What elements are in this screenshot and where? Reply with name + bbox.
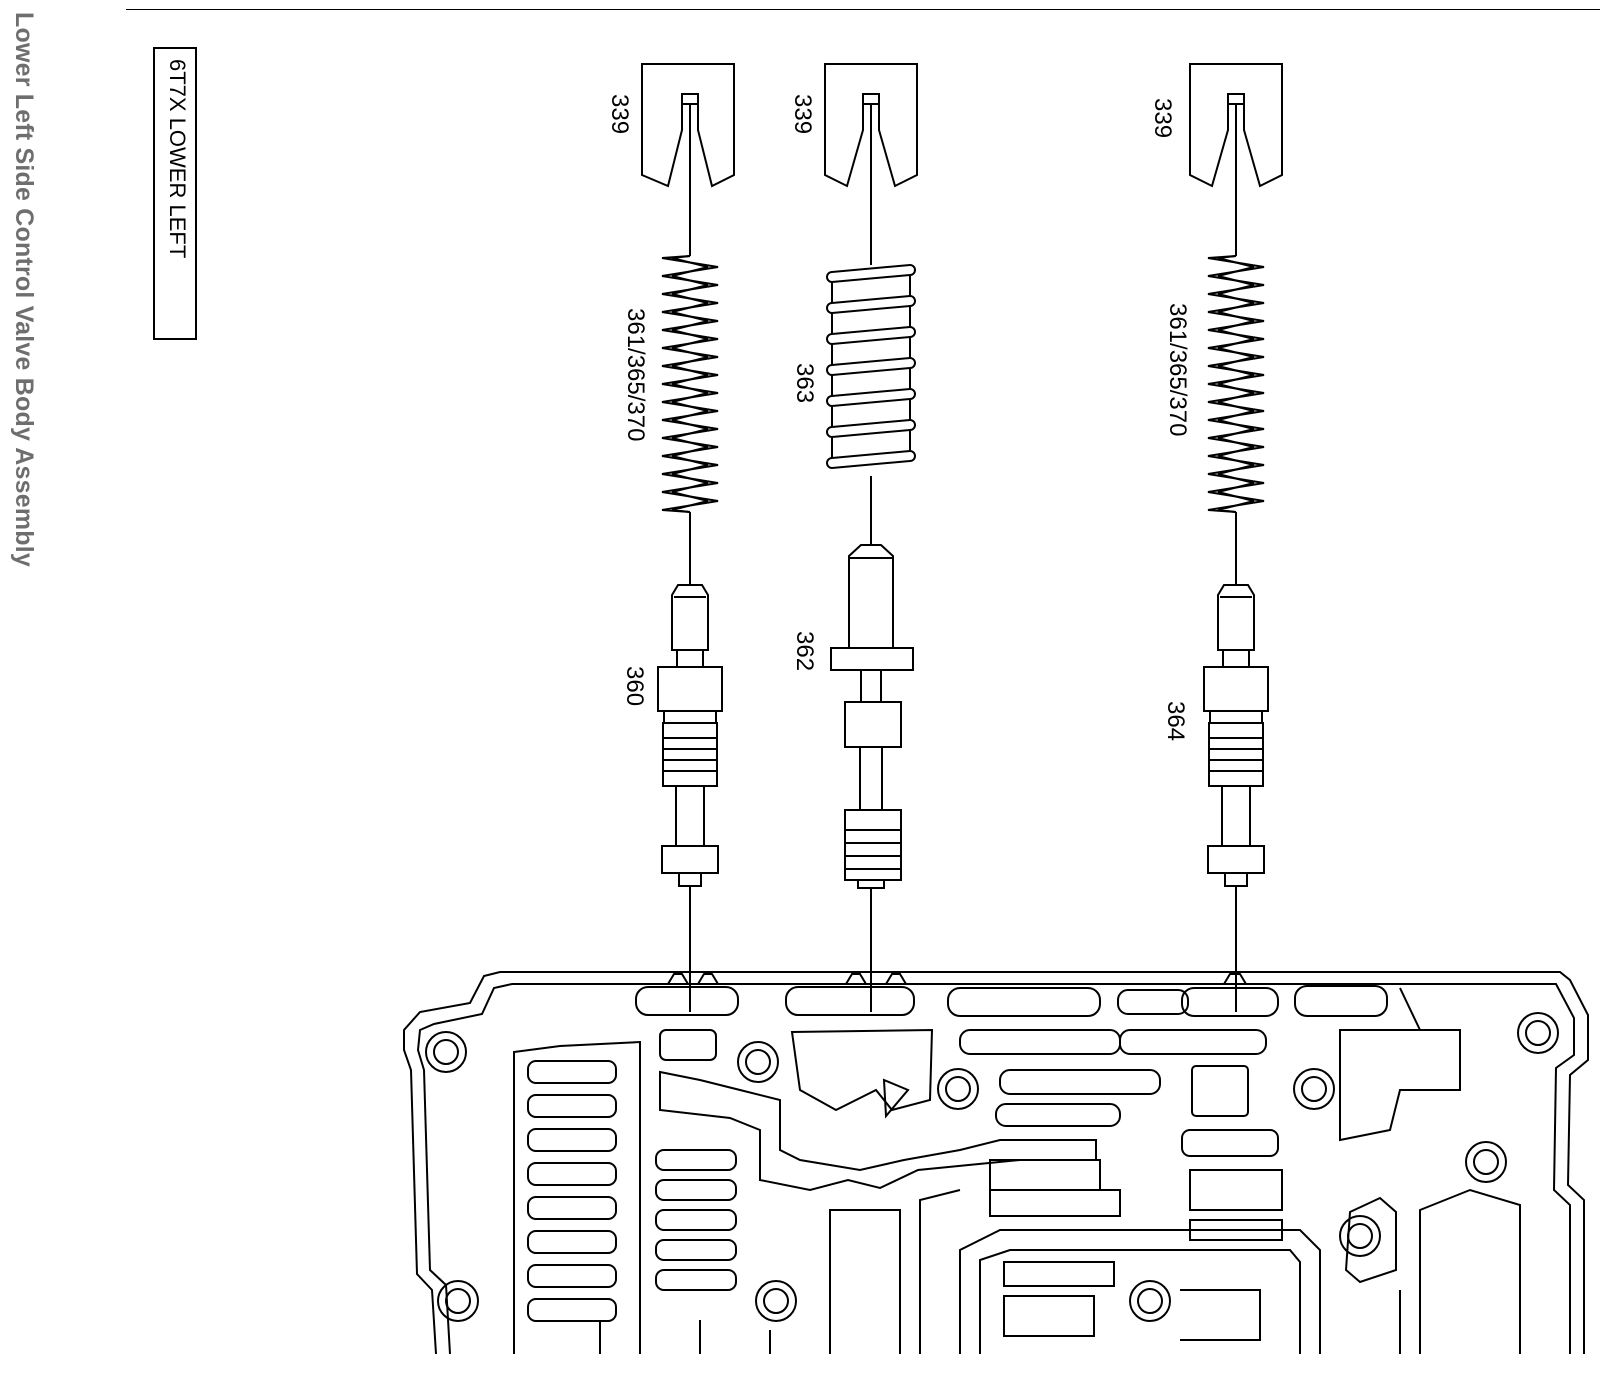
valve-right [1203,584,1269,887]
label-spring-middle: 363 [791,363,818,403]
label-plug-339-left: 339 [606,94,633,134]
spring-middle [826,264,916,469]
label-plug-339-middle: 339 [789,94,816,134]
top-divider [126,9,1600,10]
label-spring-right: 361/365/370 [1164,303,1191,436]
retainer-plug-left [641,63,735,188]
valve-body-casting [403,971,1589,1355]
label-valve-360: 360 [621,666,648,706]
valve-left [657,584,723,887]
valve-middle [830,544,914,889]
label-valve-362: 362 [791,631,818,671]
spring-left [661,255,719,513]
diagram-badge: 6T7X LOWER LEFT [153,47,197,340]
spring-right [1207,255,1265,513]
label-valve-364: 364 [1162,701,1189,741]
label-spring-left: 361/365/370 [622,308,649,441]
label-plug-339-right: 339 [1149,98,1176,138]
